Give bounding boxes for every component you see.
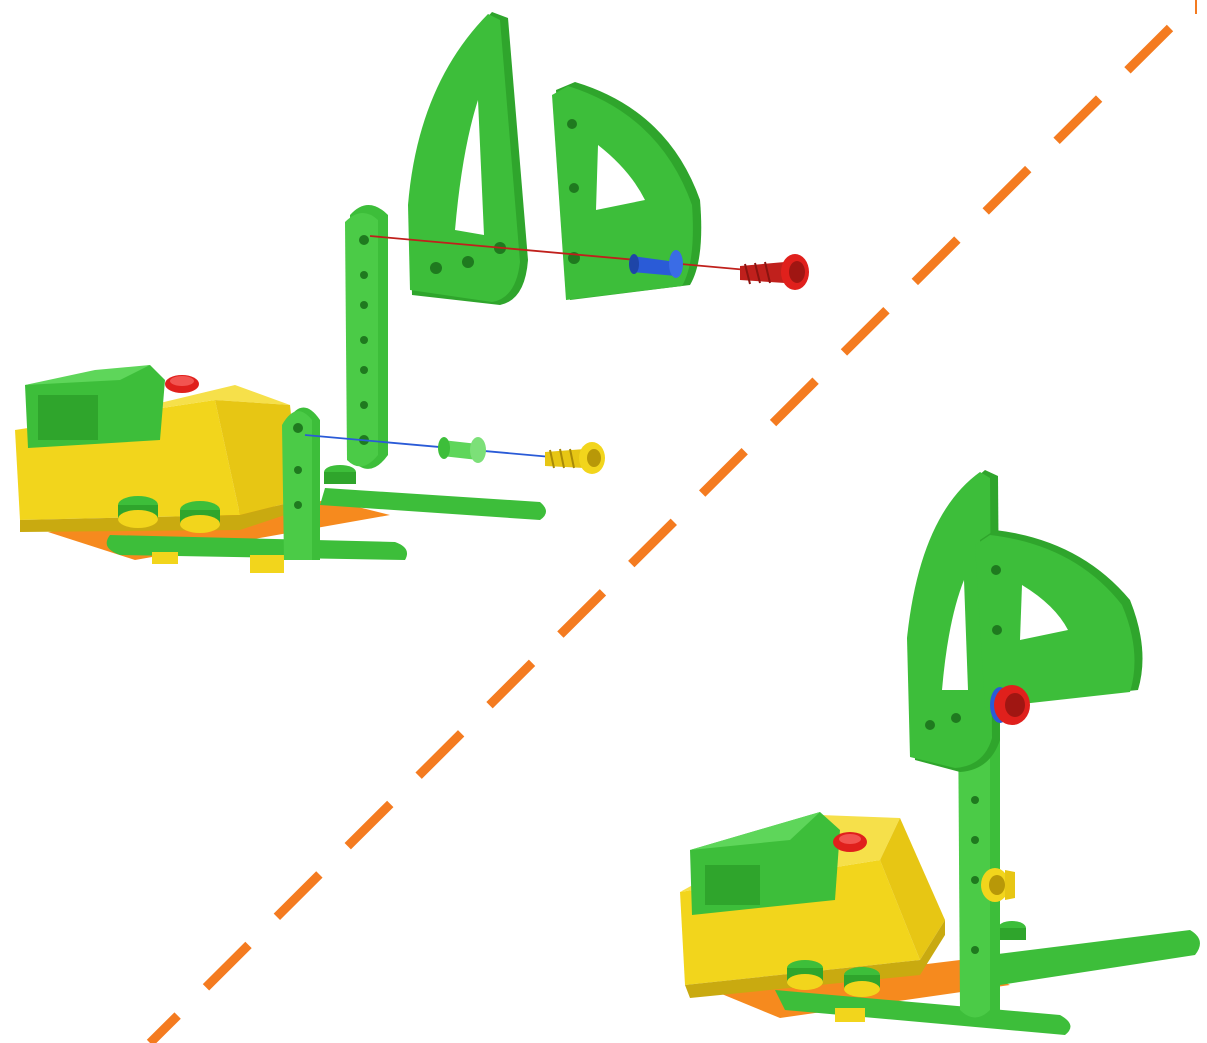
green-plate-a [408, 12, 528, 305]
assembled-view [680, 470, 1200, 1035]
nut-icon [118, 496, 158, 528]
nut-icon [844, 967, 880, 997]
nut-icon [324, 465, 356, 484]
foot-icon [152, 552, 178, 564]
red-screw-icon [990, 685, 1030, 725]
switch-block [25, 365, 165, 448]
hole-icon [359, 235, 369, 245]
yellow-screw-icon [545, 442, 605, 474]
green-plate-b [975, 530, 1143, 708]
nut-icon [180, 501, 220, 533]
green-connector-icon [438, 437, 486, 463]
switch-block [690, 812, 840, 915]
nut-icon [787, 960, 823, 990]
foot-icon [250, 555, 284, 573]
nut-icon [998, 921, 1026, 940]
yellow-screw-icon [981, 868, 1015, 902]
foot-icon [835, 1008, 865, 1022]
exploded-view [15, 12, 809, 573]
red-screw-icon [740, 254, 809, 290]
